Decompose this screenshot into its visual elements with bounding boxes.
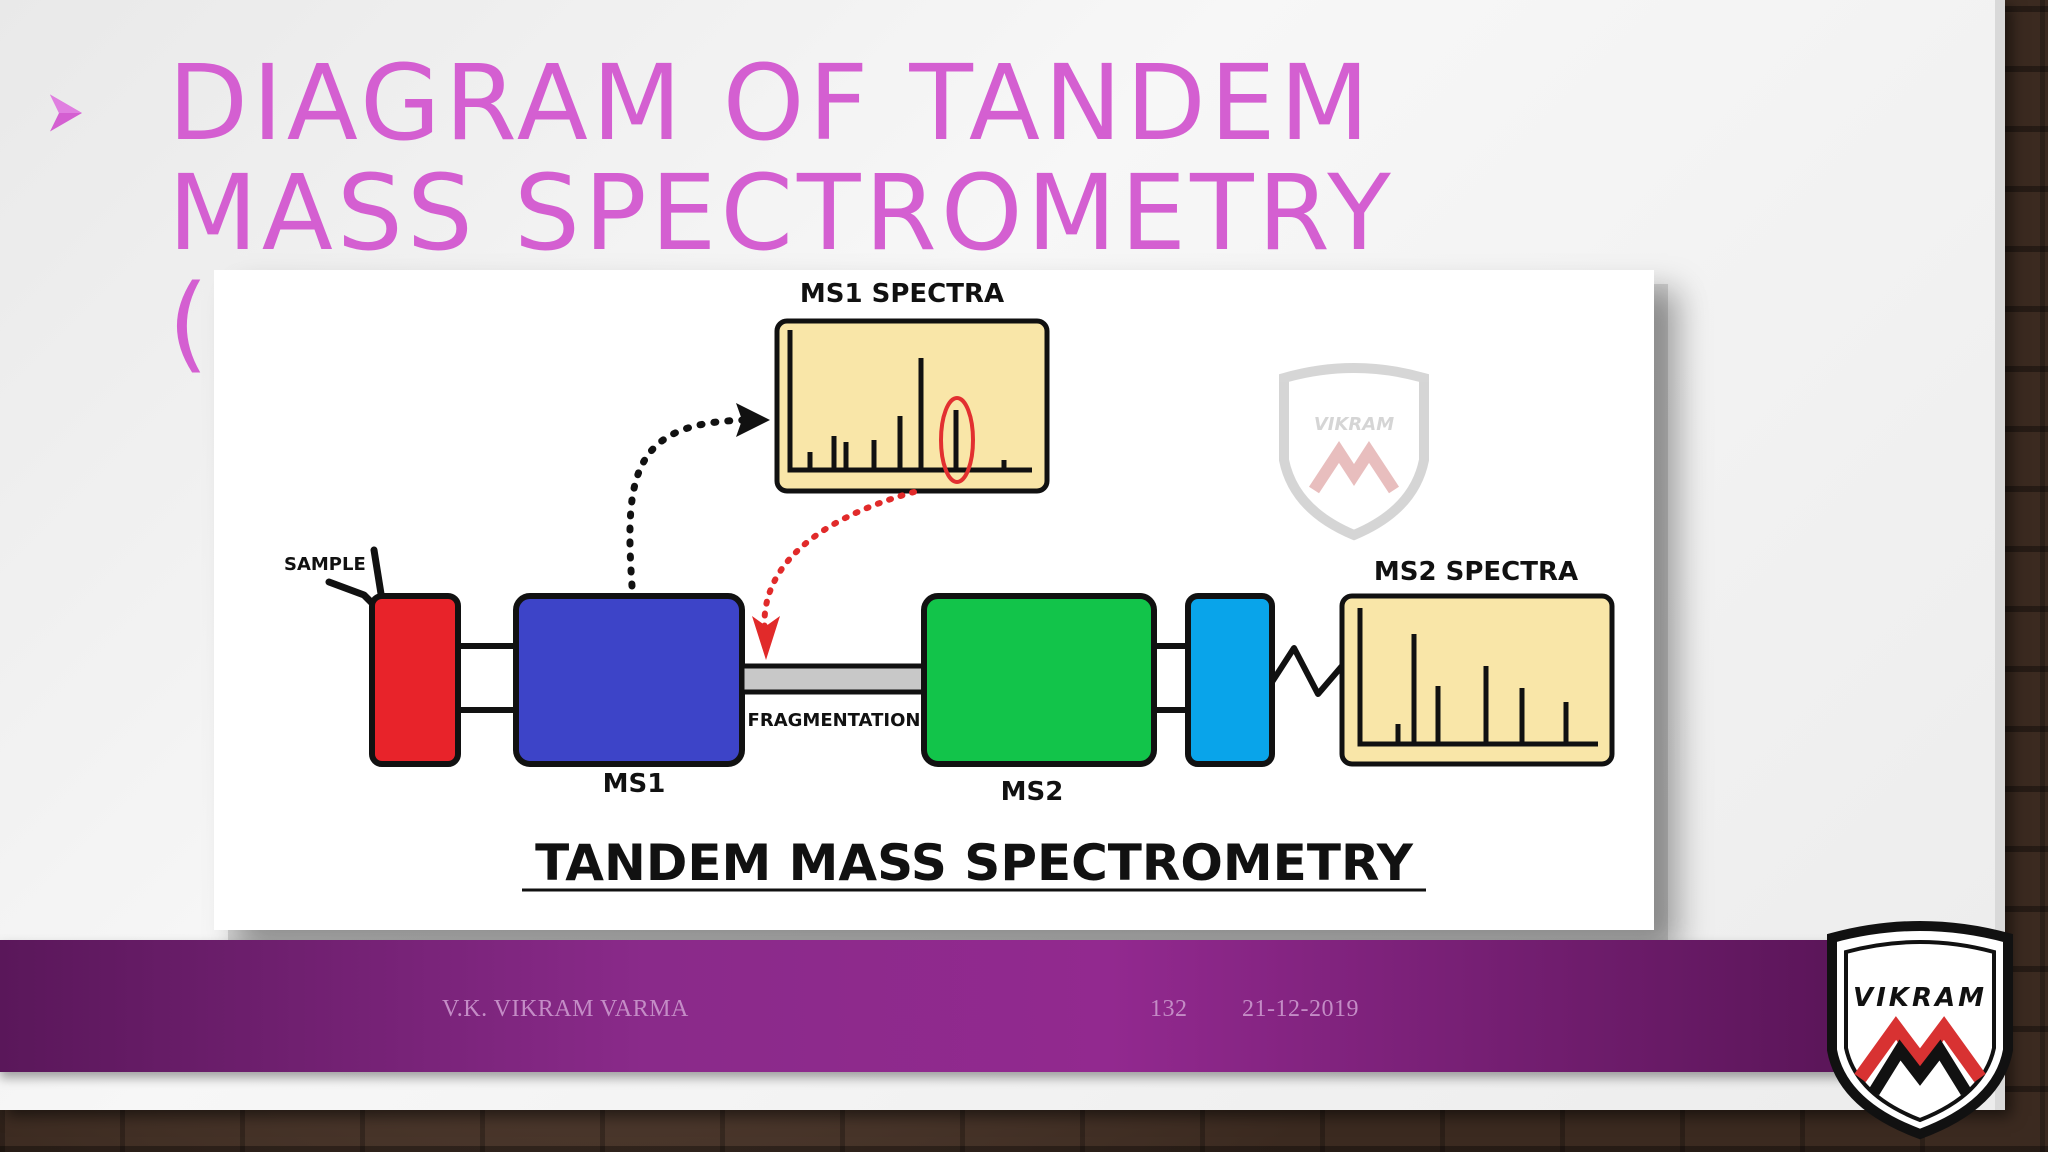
watermark-text: VIKRAM [1314,414,1394,435]
precursor-to-fragmentation-arrowhead [752,616,780,660]
ms2-analyzer-box [921,593,1157,767]
signal-zigzag-line [1269,645,1345,697]
arrow-bullet-icon [49,94,82,132]
footer-page-number: 132 [1150,996,1188,1022]
detector-box [1185,593,1275,767]
fragmentation-cell [739,663,927,695]
footer-author: V.K. VIKRAM VARMA [442,996,689,1022]
footer-band [0,940,1850,1072]
fragmentation-label: FRAGMENTATION [748,710,921,731]
ms1-label: MS1 [603,769,666,799]
sample-inlet-box [369,593,461,767]
ms2-spectra-box [1339,593,1615,767]
tandem-ms-diagram: VIKRAM MS1 SPECTRA [214,270,1654,930]
ms1-spectra-label: MS1 SPECTRA [800,279,1004,309]
ms1-to-spectra-arrowhead [736,403,770,437]
ms1-analyzer-box [513,593,745,767]
sample-label: SAMPLE [284,554,366,575]
ms2-label: MS2 [1001,777,1064,807]
selected-precursor-peak-marker [939,396,975,484]
ms1-to-spectra-arrow [626,416,758,590]
slide: DIAGRAM OF TANDEM MASS SPECTROMETRY (MS/… [0,0,2005,1110]
connector-lines [458,643,1188,713]
footer-date: 21-12-2019 [1242,996,1359,1022]
diagram-canvas: VIKRAM MS1 SPECTRA [284,279,1615,892]
diagram-caption: TANDEM MASS SPECTROMETRY [535,834,1414,892]
ms2-spectrum-plot [1357,608,1598,747]
ms1-spectrum-plot [787,330,1032,473]
ms2-spectra-label: MS2 SPECTRA [1374,557,1578,587]
logo-text: VIKRAM [1853,983,1987,1013]
vikram-watermark-logo: VIKRAM [1279,363,1429,541]
vikram-logo-badge: VIKRAM [1827,921,2013,1140]
precursor-to-fragmentation-arrow [761,489,917,643]
